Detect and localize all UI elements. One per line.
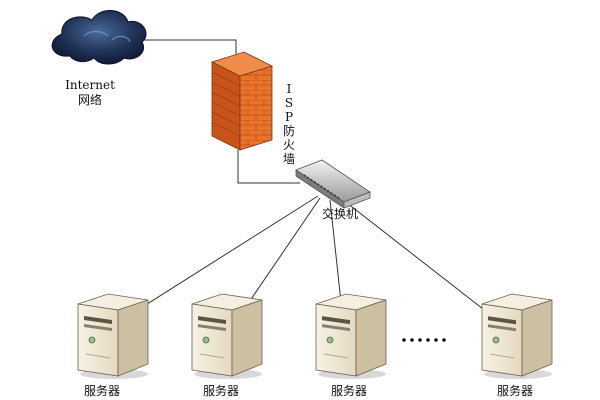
server-label: 服务器	[331, 384, 368, 398]
firewall-label-char: 墙	[282, 152, 295, 166]
server-tower-icon	[481, 293, 553, 379]
ellipsis-dot	[426, 338, 430, 342]
server-tower-icon	[315, 293, 387, 379]
ellipsis-dot	[442, 338, 446, 342]
server-label: 服务器	[497, 384, 534, 398]
ellipsis-dot	[402, 338, 406, 342]
server-tower-icon	[77, 293, 149, 379]
network-switch-icon	[295, 159, 371, 209]
firewall-label-char: 火	[282, 138, 295, 152]
server-label: 服务器	[203, 384, 240, 398]
connection-lines	[105, 39, 511, 331]
cloud-icon	[51, 10, 147, 65]
ellipsis-dot	[410, 338, 414, 342]
firewall-label-char: 防	[282, 124, 295, 138]
link-firewall-switch	[237, 150, 300, 184]
ellipsis-dots	[402, 338, 446, 342]
firewall-label-char: I	[286, 82, 292, 96]
server-tower-icon	[191, 293, 263, 379]
firewall-label-char: S	[284, 96, 294, 110]
server-label: 服务器	[84, 384, 121, 398]
internet-label: Internet	[65, 78, 115, 92]
brick-wall-icon	[210, 51, 274, 151]
link-switch-server-4	[337, 195, 511, 331]
ellipsis-dot	[434, 338, 438, 342]
firewall-label-char: P	[284, 110, 294, 124]
firewall-label: I S P 防 火 墙	[282, 82, 296, 166]
switch-label: 交换机	[322, 207, 359, 221]
internet-cn-label: 网络	[77, 93, 102, 107]
ellipsis-dot	[418, 338, 422, 342]
servers-group	[77, 293, 553, 379]
